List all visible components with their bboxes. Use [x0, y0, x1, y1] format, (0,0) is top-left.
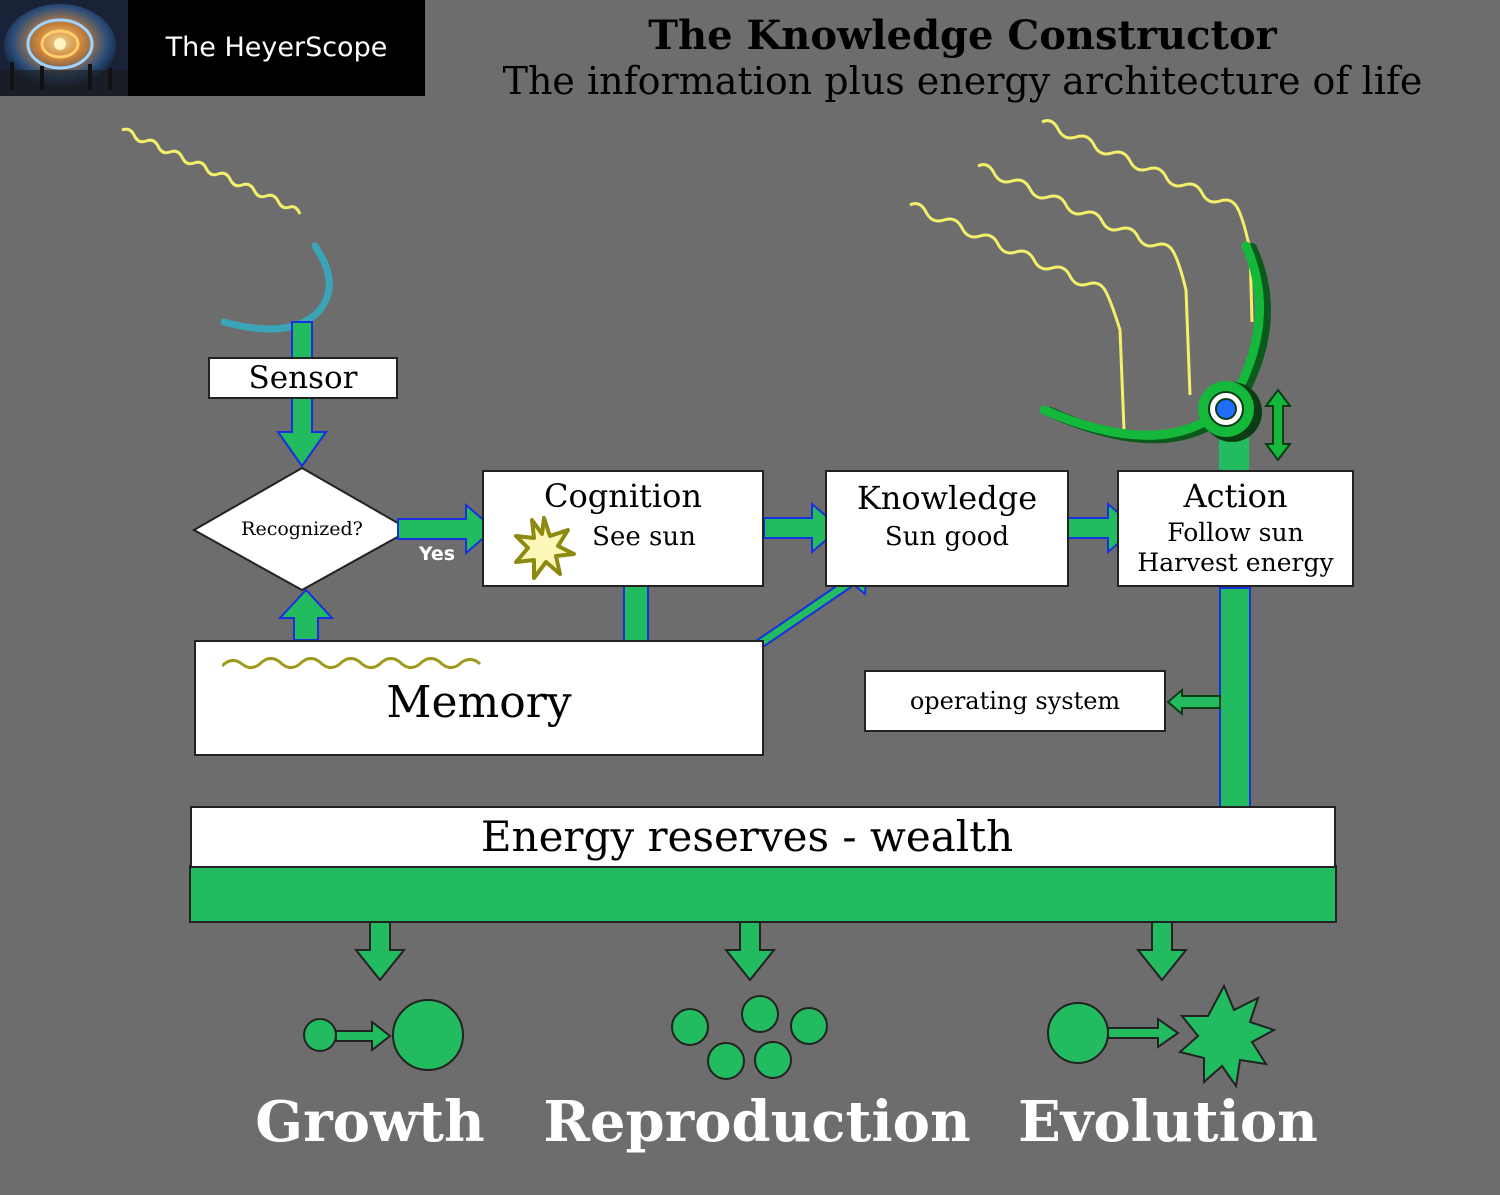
- arrow-to-reproduction: [723, 921, 777, 982]
- outcome-reproduction-label: Reproduction: [543, 1089, 971, 1155]
- collector-stem: [1219, 436, 1249, 474]
- arrow-memory-to-recognized: [277, 588, 335, 641]
- action-line2: Harvest energy: [1137, 548, 1334, 577]
- sunlight-wave-icon: [121, 127, 302, 215]
- evolution-icon: [1047, 983, 1277, 1089]
- memory-label: Memory: [386, 677, 572, 728]
- action-line1: Follow sun: [1167, 518, 1304, 547]
- arrow-to-evolution: [1135, 921, 1189, 982]
- energy-reserves-band: [189, 865, 1337, 923]
- sun-burst-icon: [514, 516, 576, 580]
- tracking-updown-arrow-icon: [1264, 388, 1292, 462]
- outcome-evolution-label: Evolution: [1018, 1089, 1318, 1155]
- cognition-detail: See sun: [592, 522, 696, 552]
- memory-box: Memory: [194, 640, 764, 756]
- cognition-box: Cognition See sun: [482, 470, 764, 587]
- recognized-label: Recognized?: [241, 518, 363, 540]
- sensor-dish-icon: [220, 242, 333, 333]
- knowledge-detail: Sun good: [884, 522, 1010, 552]
- page-subtitle: The information plus energy architecture…: [502, 59, 1423, 103]
- energy-reserves-label: Energy reserves - wealth: [480, 812, 1014, 861]
- arrow-to-growth: [353, 921, 407, 982]
- operating-system-label: operating system: [909, 687, 1121, 715]
- outcome-growth-label: Growth: [255, 1089, 485, 1155]
- growth-icon: [303, 999, 464, 1071]
- yes-label: Yes: [418, 543, 456, 565]
- brand-banner: The HeyerScope: [0, 0, 425, 96]
- sensor-box: Sensor: [208, 357, 398, 399]
- arrow-to-operating-system: [1166, 687, 1221, 717]
- heyerscope-logo-icon: [0, 0, 128, 96]
- knowledge-title: Knowledge: [856, 479, 1038, 517]
- sensor-label: Sensor: [248, 360, 358, 396]
- page-title: The Knowledge Constructor: [648, 12, 1277, 59]
- brand-name: The HeyerScope: [165, 32, 388, 63]
- sunlight-waves-icon: [909, 119, 1254, 431]
- cognition-title: Cognition: [543, 477, 703, 515]
- energy-reserves-box: Energy reserves - wealth: [190, 806, 1336, 868]
- reproduction-icon: [671, 995, 828, 1080]
- action-box: Action Follow sun Harvest energy: [1117, 470, 1354, 587]
- operating-system-box: operating system: [864, 670, 1166, 732]
- memory-trace-icon: [222, 657, 482, 669]
- knowledge-box: Knowledge Sun good: [825, 470, 1069, 587]
- arrow-recognized-to-cognition: [397, 502, 496, 556]
- recognized-decision: [191, 466, 413, 592]
- action-title: Action: [1183, 477, 1288, 515]
